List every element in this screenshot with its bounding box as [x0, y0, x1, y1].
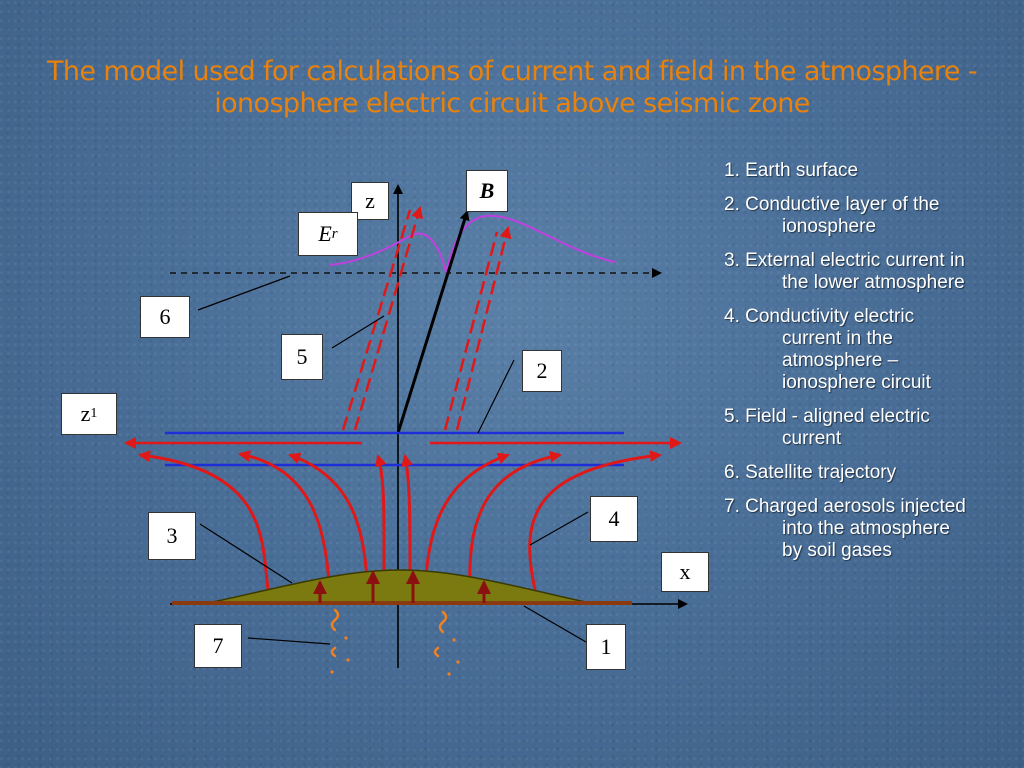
legend-item-6: 6. Satellite trajectory: [724, 462, 1020, 484]
leader-lines: [197, 275, 589, 645]
z-axis-text: z: [365, 188, 375, 213]
legend-6-line-1: 6. Satellite trajectory: [724, 462, 897, 483]
conduction-currents: [138, 450, 662, 591]
e-field-text: E: [318, 221, 332, 246]
label-1-text: 1: [600, 634, 612, 659]
z1-subscript: 1: [90, 406, 98, 421]
legend-7-line-2: into the atmosphere: [782, 518, 950, 539]
label-box-6: 6: [140, 296, 190, 338]
legend-item-5: 5. Field - aligned electric current: [724, 406, 1020, 450]
legend-2-line-2: ionosphere: [782, 216, 877, 237]
legend-1-line-1: 1. Earth surface: [724, 160, 859, 181]
legend-item-7: 7. Charged aerosols injected into the at…: [724, 496, 1020, 562]
legend-item-4: 4. Conductivity electric current in the …: [724, 306, 1020, 394]
label-box-4: 4: [590, 496, 638, 542]
legend-item-3: 3. External electric current in the lowe…: [724, 250, 1020, 294]
aerosol-dots: [330, 636, 460, 676]
label-box-1: 1: [586, 624, 626, 670]
legend-4-line-3: atmosphere –: [782, 350, 899, 371]
legend-5-line-1: 5. Field - aligned electric: [724, 406, 930, 427]
label-box-3: 3: [148, 512, 196, 560]
magnetic-field-vector: [396, 210, 470, 434]
legend-item-1: 1. Earth surface: [724, 160, 1020, 182]
x-axis-label: x: [661, 552, 709, 592]
legend-7-line-1: 7. Charged aerosols injected: [724, 496, 966, 517]
label-6-text: 6: [159, 304, 171, 329]
legend-5-line-2: current: [782, 428, 842, 449]
field-aligned-currents: [341, 206, 512, 431]
title-line-2: ionosphere electric circuit above seismi…: [214, 88, 810, 119]
title-line-1: The model used for calculations of curre…: [47, 56, 978, 87]
label-box-2: 2: [522, 350, 562, 392]
label-3-text: 3: [166, 523, 178, 548]
legend-4-line-1: 4. Conductivity electric: [724, 306, 915, 327]
label-2-text: 2: [536, 358, 548, 383]
label-7-text: 7: [212, 633, 224, 658]
field-profile-curve: [329, 214, 616, 276]
aerosol-particles: [330, 608, 448, 658]
x-axis-text: x: [679, 559, 691, 584]
legend-7-line-3: by soil gases: [782, 540, 892, 561]
legend-4-line-2: current in the: [782, 328, 893, 349]
legend-3-line-1: 3. External electric current in: [724, 250, 965, 271]
legend-2-line-1: 2. Conductive layer of the: [724, 194, 940, 215]
earth-bulge: [207, 569, 591, 604]
b-field-label: B: [466, 170, 508, 212]
b-field-text: B: [479, 178, 495, 203]
e-field-subscript: r: [331, 225, 338, 242]
slide-title: The model used for calculations of curre…: [30, 56, 994, 120]
legend-item-2: 2. Conductive layer of the ionosphere: [724, 194, 1020, 238]
label-box-5: 5: [281, 334, 323, 380]
label-box-7: 7: [194, 624, 242, 668]
legend-3-line-2: the lower atmosphere: [782, 272, 965, 293]
external-current-arrows: [313, 570, 491, 603]
z1-text: z: [80, 401, 91, 426]
legend-4-line-4: ionosphere circuit: [782, 372, 931, 393]
label-4-text: 4: [608, 506, 620, 531]
label-5-text: 5: [296, 344, 308, 369]
legend: 1. Earth surface 2. Conductive layer of …: [724, 160, 1020, 574]
